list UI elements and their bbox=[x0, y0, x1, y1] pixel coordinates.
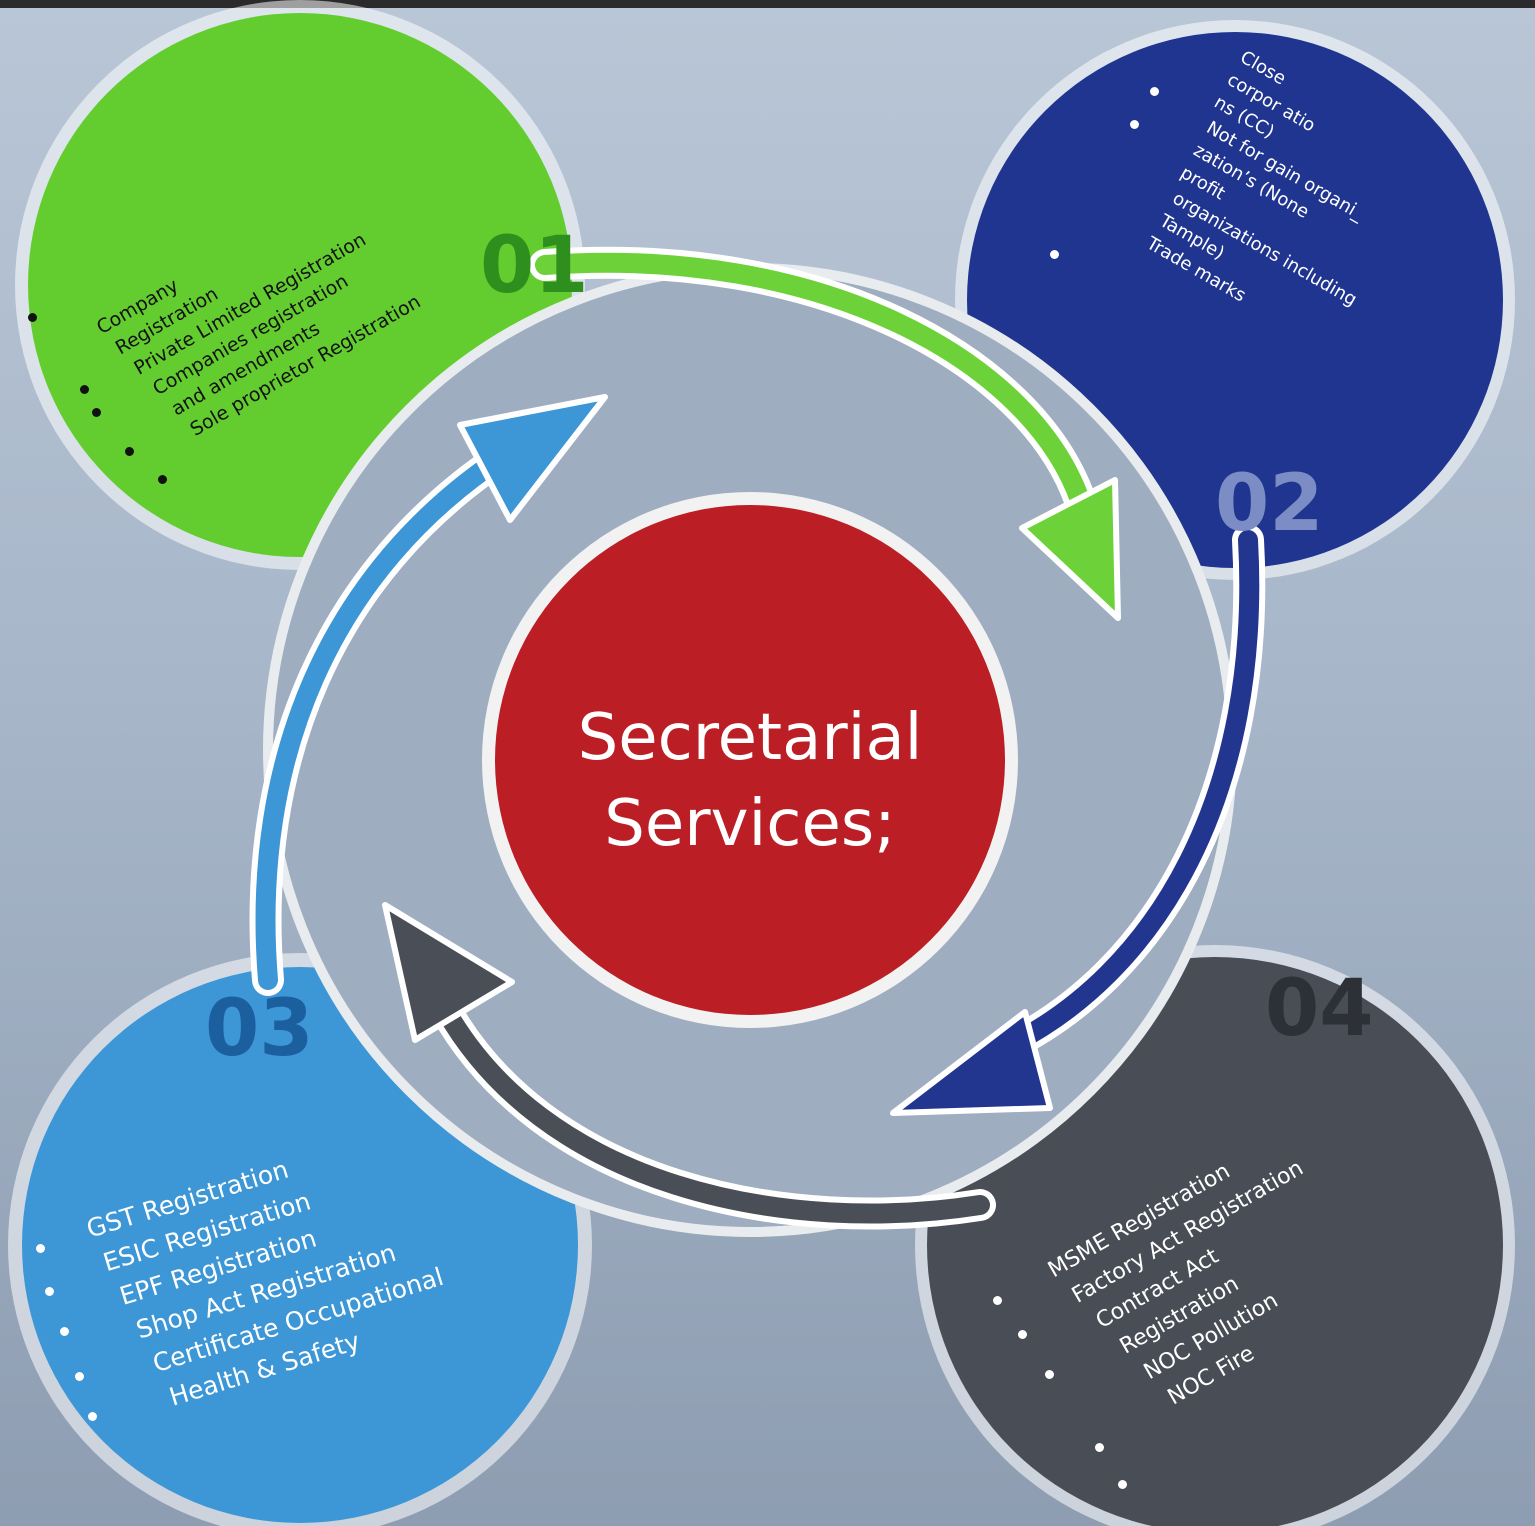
step-03-number: 03 bbox=[205, 984, 314, 1074]
center-label-line-1: Secretarial bbox=[577, 701, 923, 775]
step-02-arrow-shaft bbox=[990, 530, 1260, 1060]
step-01-arrowhead bbox=[1019, 477, 1121, 621]
center-circle bbox=[495, 505, 1005, 1015]
step-03-arrow-shaft bbox=[255, 445, 515, 990]
top-border-strip bbox=[0, 0, 1535, 8]
bullet-dot bbox=[28, 313, 37, 322]
step-01-arrow-shaft bbox=[535, 252, 1090, 510]
bullet-dot bbox=[36, 1244, 45, 1253]
bullet-dot bbox=[75, 1372, 84, 1381]
bullet-dot bbox=[1095, 1443, 1104, 1452]
bullet-dot bbox=[1130, 120, 1139, 129]
bullet-dot bbox=[125, 447, 134, 456]
step-02-arrowhead bbox=[890, 1009, 1053, 1116]
step-04-number: 04 bbox=[1265, 964, 1374, 1054]
bullet-dot bbox=[1150, 87, 1159, 96]
bullet-dot bbox=[1018, 1330, 1027, 1339]
step-03-arrowhead bbox=[457, 394, 608, 523]
step-01-number: 01 bbox=[480, 221, 589, 311]
step-04-arrowhead bbox=[382, 902, 515, 1043]
bullet-dot bbox=[1118, 1480, 1127, 1489]
step-04-arrow-shaft bbox=[430, 990, 990, 1224]
bullet-dot bbox=[158, 475, 167, 484]
bullet-dot bbox=[80, 385, 89, 394]
bullet-dot bbox=[993, 1296, 1002, 1305]
bullet-dot bbox=[60, 1327, 69, 1336]
bullet-dot bbox=[88, 1412, 97, 1421]
bullet-dot bbox=[1050, 250, 1059, 259]
step-02-number: 02 bbox=[1215, 459, 1324, 549]
bullet-dot bbox=[45, 1287, 54, 1296]
bullet-dot bbox=[1045, 1370, 1054, 1379]
bullet-dot bbox=[92, 408, 101, 417]
center-label-line-2: Services; bbox=[604, 787, 896, 861]
center-label: Secretarial Services; bbox=[490, 695, 1010, 867]
